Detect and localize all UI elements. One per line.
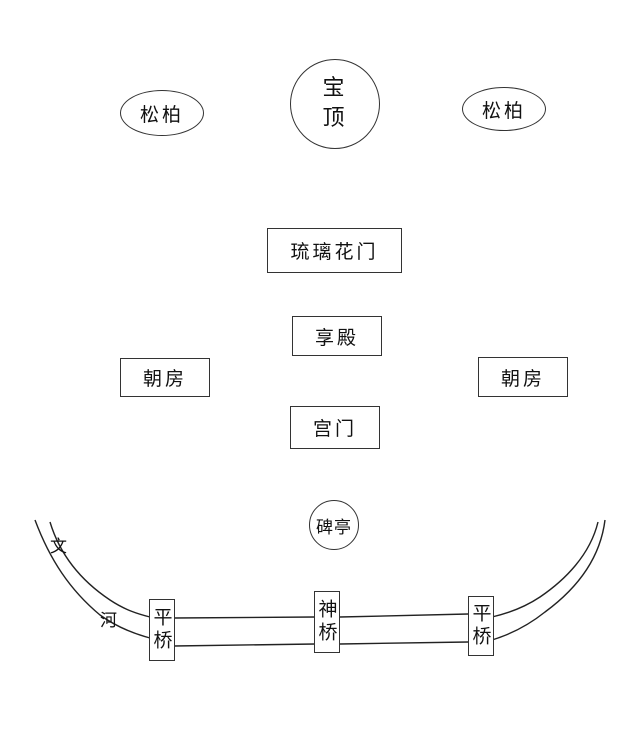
- node-chaofang-right: 朝房: [478, 357, 568, 397]
- river-lower-line-right: [339, 641, 469, 645]
- river-lower-line-left: [173, 643, 316, 647]
- river-upper-line-right: [339, 613, 469, 618]
- node-pingqiao-left: 平桥: [149, 599, 175, 661]
- node-pingqiao-right-label: 平桥: [469, 603, 492, 649]
- node-pingqiao-right: 平桥: [468, 596, 494, 656]
- node-songbai-left: 松柏: [120, 90, 204, 136]
- node-chaofang-left-label: 朝房: [142, 368, 187, 390]
- node-beiting-label: 碑亭: [316, 517, 352, 538]
- node-songbai-left-label: 松柏: [139, 103, 184, 126]
- river-outer-left: [34, 519, 151, 639]
- node-pingqiao-left-label: 平桥: [150, 607, 173, 653]
- node-songbai-right-label: 松柏: [481, 99, 526, 122]
- node-beiting: 碑亭: [309, 500, 359, 550]
- node-baoding: 宝 顶: [290, 59, 380, 149]
- river-label-char-2: 河: [100, 611, 117, 631]
- node-gongmen-label: 宫门: [312, 418, 357, 440]
- node-chaofang-right-label: 朝房: [500, 367, 545, 390]
- node-xiangdian: 享殿: [292, 316, 382, 356]
- node-shenqiao: 神桥: [314, 591, 340, 653]
- node-xiangdian-label: 享殿: [314, 326, 359, 349]
- node-liuli-huamen-label: 琉璃花门: [290, 241, 379, 263]
- river-inner-right: [491, 521, 599, 618]
- node-chaofang-left: 朝房: [120, 358, 210, 397]
- river-outer-right: [491, 519, 606, 641]
- node-gongmen: 宫门: [290, 406, 380, 449]
- river-inner-left: [49, 521, 151, 618]
- node-liuli-huamen: 琉璃花门: [267, 228, 402, 273]
- node-songbai-right: 松柏: [462, 87, 546, 131]
- node-shenqiao-label: 神桥: [315, 599, 338, 645]
- river-label-char-1: 文: [50, 537, 67, 557]
- river-upper-line-left: [173, 616, 316, 619]
- node-baoding-label: 宝 顶: [322, 76, 348, 131]
